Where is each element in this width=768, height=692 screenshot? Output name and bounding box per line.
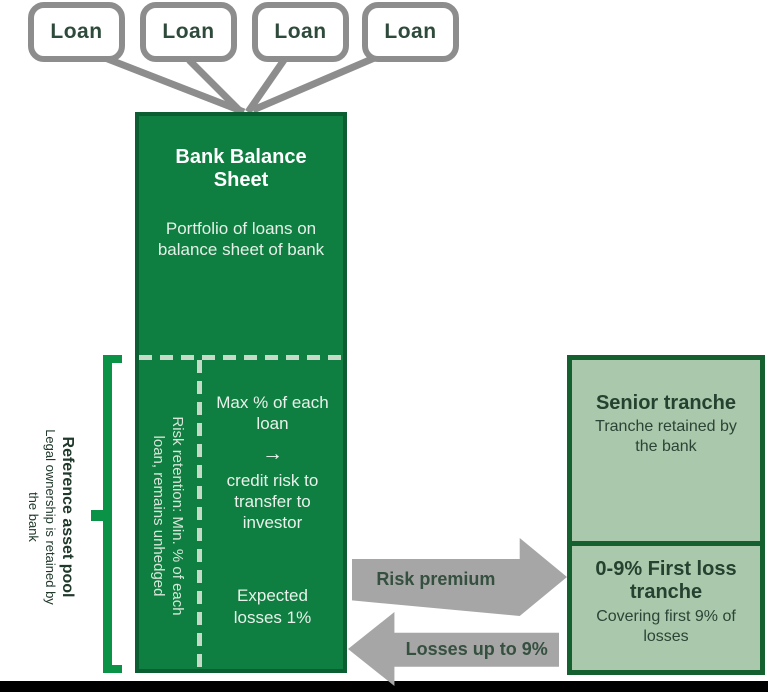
bank-balance-sheet-lower-section: Risk retention: Min. % of each loan, rem… — [139, 360, 343, 669]
section-divider-dashed-line — [139, 355, 343, 360]
loan-box-1: Loan — [28, 2, 125, 62]
reference-pool-line-3: the bank — [26, 492, 42, 542]
reference-pool-line-2: Legal ownership is retained by — [42, 429, 58, 605]
loan-label: Loan — [384, 20, 437, 43]
loan-label: Loan — [274, 20, 327, 43]
senior-tranche-title: Senior tranche — [595, 392, 737, 414]
reference-pool-bracket-bottom-tab — [103, 665, 122, 673]
reference-pool-bracket-top-tab — [103, 355, 122, 363]
reference-pool-label: Reference asset pool Legal ownership is … — [20, 368, 82, 666]
max-percent-label: Max % of each loan — [216, 393, 329, 434]
tranche-stack-box: Senior tranche Tranche retained by the b… — [567, 355, 765, 675]
credit-risk-transfer-column: Max % of each loan → credit risk to tran… — [202, 360, 343, 669]
risk-retention-rotated-label: Risk retention: Min. % of each loan, rem… — [139, 366, 197, 666]
bottom-black-bar — [0, 681, 768, 692]
reference-pool-title: Reference asset pool — [58, 436, 76, 598]
bank-balance-sheet-box: Bank Balance Sheet Portfolio of loans on… — [135, 112, 347, 673]
losses-label: Losses up to 9% — [405, 638, 548, 659]
senior-tranche-subtitle: Tranche retained by the bank — [595, 418, 737, 455]
senior-tranche-box: Senior tranche Tranche retained by the b… — [572, 360, 760, 546]
loan-box-2: Loan — [140, 2, 237, 62]
risk-retention-column: Risk retention: Min. % of each loan, rem… — [139, 360, 197, 669]
expected-losses-label: Expected losses 1% — [233, 586, 312, 627]
credit-risk-label: credit risk to transfer to investor — [226, 470, 319, 533]
loan-box-4: Loan — [362, 2, 459, 62]
first-loss-tranche-subtitle: Covering first 9% of losses — [596, 608, 736, 645]
reference-pool-bracket-pointer — [91, 510, 103, 521]
loan-label: Loan — [162, 20, 215, 43]
risk-premium-label: Risk premium — [376, 568, 496, 589]
first-loss-tranche-title: 0-9% First loss tranche — [595, 558, 737, 603]
first-loss-tranche-box: 0-9% First loss tranche Covering first 9… — [572, 546, 760, 670]
column-divider-dashed-line — [197, 360, 202, 669]
bank-balance-sheet-upper-section: Bank Balance Sheet Portfolio of loans on… — [139, 116, 343, 355]
bank-balance-sheet-title: Bank Balance Sheet — [175, 146, 307, 191]
loan-box-3: Loan — [252, 2, 349, 62]
portfolio-subtitle: Portfolio of loans on balance sheet of b… — [157, 219, 325, 260]
reference-pool-bracket — [103, 355, 112, 673]
risk-retention-line-1: Risk retention: Min. % of each — [169, 416, 187, 616]
risk-retention-line-2: loan, remains unhedged — [150, 435, 167, 597]
down-transfer-arrow-icon: → — [262, 441, 283, 465]
loan-label: Loan — [50, 20, 103, 43]
